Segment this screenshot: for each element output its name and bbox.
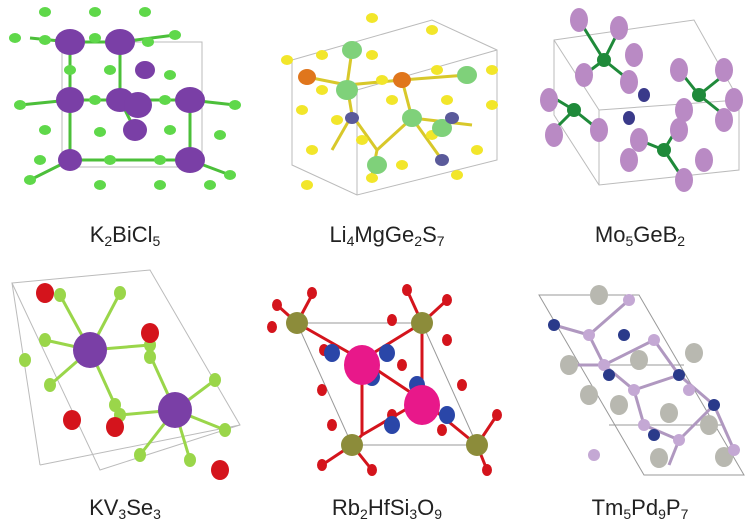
panel-rb2hfsi3o9: Rb2HfSi3O9 [262, 265, 512, 530]
formula-subscript: 9 [434, 506, 443, 522]
formula-element: Se [126, 495, 154, 520]
panel-mo5geb2: Mo5GeB2 [524, 0, 756, 265]
panel-k2bicl5: K2BiCl5 [0, 0, 250, 265]
formula-subscript: 9 [658, 506, 666, 522]
formula-subscript: 7 [436, 233, 445, 249]
panel-tm5pd9p7: Tm5Pd9P7 [524, 265, 756, 530]
formula-label: Tm5Pd9P7 [524, 495, 756, 522]
formula-label: KV3Se3 [0, 495, 250, 522]
formula-element: KV [89, 495, 119, 520]
formula-subscript: 5 [623, 506, 632, 522]
formula-subscript: 2 [360, 506, 368, 522]
structure-rb2hfsi3o9 [267, 284, 502, 476]
formula-subscript: 2 [677, 233, 686, 249]
structure-li4mgge2s7 [281, 13, 498, 196]
formula-label: Li4MgGe2S7 [262, 222, 512, 249]
formula-subscript: 7 [680, 506, 689, 522]
formula-label: K2BiCl5 [0, 222, 250, 249]
formula-element: P [665, 495, 681, 520]
formula-subscript: 3 [409, 506, 418, 522]
panel-li4mgge2s7: Li4MgGe2S7 [262, 0, 512, 265]
formula-element: HfSi [367, 495, 410, 520]
formula-subscript: 4 [346, 233, 355, 249]
formula-element: O [417, 495, 435, 520]
structure-tm5pd9p7 [538, 285, 745, 476]
formula-subscript: 2 [104, 233, 113, 249]
formula-element: K [89, 222, 105, 247]
formula-subscript: 5 [152, 233, 161, 249]
structure-k2bicl5 [9, 7, 241, 190]
panel-kv3se3: KV3Se3 [0, 265, 250, 530]
formula-element: Mo [594, 222, 626, 247]
structure-mo5geb2 [540, 8, 743, 192]
formula-subscript: 3 [118, 506, 127, 522]
formula-subscript: 2 [414, 233, 423, 249]
formula-element: Li [329, 222, 347, 247]
formula-label: Rb2HfSi3O9 [262, 495, 512, 522]
formula-label: Mo5GeB2 [524, 222, 756, 249]
formula-element: MgGe [354, 222, 415, 247]
formula-element: Rb [331, 495, 361, 520]
formula-subscript: 5 [625, 233, 634, 249]
formula-subscript: 3 [153, 506, 161, 522]
structure-kv3se3 [11, 269, 241, 480]
formula-element: BiCl [112, 222, 153, 247]
formula-element: GeB [633, 222, 678, 247]
formula-element: Pd [631, 495, 659, 520]
formula-element: S [422, 222, 437, 247]
formula-element: Tm [591, 495, 624, 520]
